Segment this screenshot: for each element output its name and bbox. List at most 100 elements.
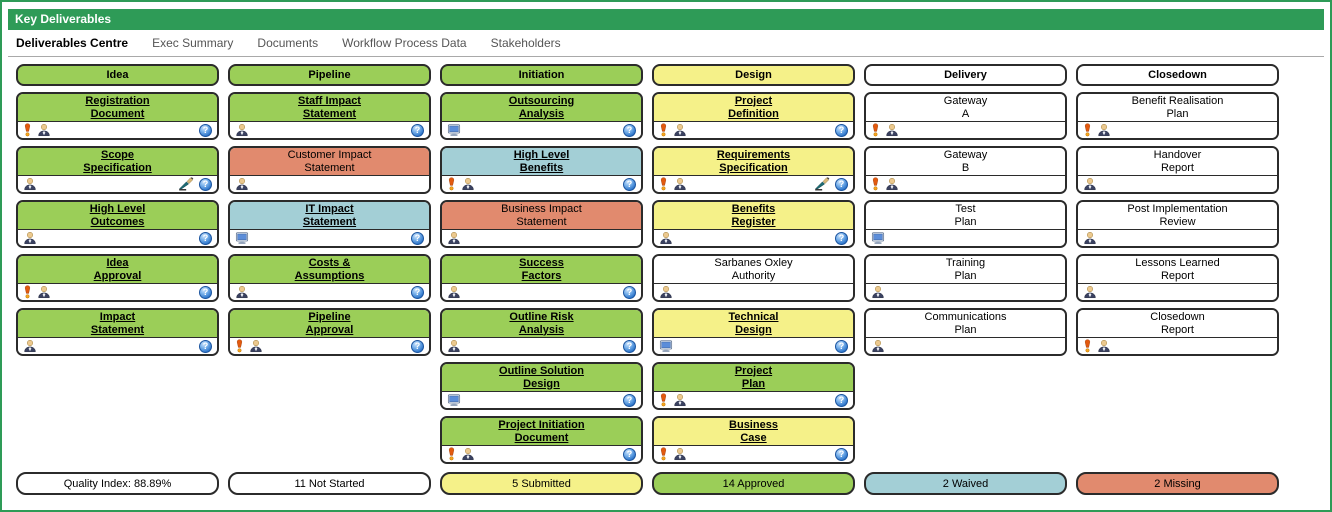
status-quality-index-88-89[interactable]: Quality Index: 88.89% [16, 472, 219, 495]
tab-deliverables-centre[interactable]: Deliverables Centre [16, 36, 129, 50]
status-14-approved[interactable]: 14 Approved [652, 472, 855, 495]
help-icon[interactable]: ? [835, 339, 848, 353]
tab-exec-summary[interactable]: Exec Summary [152, 36, 234, 50]
tab-stakeholders[interactable]: Stakeholders [490, 36, 561, 50]
card-title-line: Statement [304, 161, 355, 174]
card-title-line: Specification [83, 161, 152, 174]
help-icon[interactable]: ? [835, 231, 848, 245]
status-2-missing[interactable]: 2 Missing [1076, 472, 1279, 495]
help-icon[interactable]: ? [199, 177, 212, 191]
help-icon[interactable]: ? [199, 123, 212, 137]
person-icon [659, 231, 673, 245]
status-5-submitted[interactable]: 5 Submitted [440, 472, 643, 495]
card-title-line: Specification [719, 161, 788, 174]
help-icon[interactable]: ? [411, 339, 424, 353]
card-title-line: Approval [93, 269, 142, 282]
card-title-line: Analysis [518, 107, 565, 120]
card-title-line: Staff Impact [298, 94, 361, 107]
help-icon[interactable]: ? [623, 393, 636, 407]
help-icon[interactable]: ? [199, 285, 212, 299]
help-icon[interactable]: ? [623, 285, 636, 299]
card-title-line: B [961, 161, 970, 174]
help-icon[interactable]: ? [835, 123, 848, 137]
alert-icon [447, 447, 456, 461]
alert-icon [447, 177, 456, 191]
status-2-waived[interactable]: 2 Waived [864, 472, 1067, 495]
help-icon[interactable]: ? [199, 339, 212, 353]
tab-documents[interactable]: Documents [257, 36, 319, 50]
help-icon[interactable]: ? [411, 285, 424, 299]
card-title-line: Success [519, 256, 564, 269]
help-icon[interactable]: ? [835, 447, 848, 461]
card-title-line: Statement [516, 215, 567, 228]
help-icon[interactable]: ? [623, 339, 636, 353]
card-status-icons [866, 338, 1065, 354]
alert-icon [659, 123, 668, 137]
card-title-line: IT Impact [305, 202, 354, 215]
help-icon[interactable]: ? [623, 123, 636, 137]
card-title-line: Project [734, 94, 773, 107]
card-status-icons [866, 230, 1065, 246]
help-icon[interactable]: ? [623, 447, 636, 461]
help-icon[interactable]: ? [411, 231, 424, 245]
column-header-initiation: Initiation [440, 64, 643, 86]
help-icon[interactable]: ? [835, 177, 848, 191]
help-icon[interactable]: ? [199, 231, 212, 245]
card-title-line: High Level [513, 148, 570, 161]
status-11-not-started[interactable]: 11 Not Started [228, 472, 431, 495]
card-title-line: Handover [1153, 148, 1202, 161]
help-icon[interactable]: ? [411, 123, 424, 137]
card-link-costs-assumptions[interactable]: Costs &Assumptions [295, 257, 365, 283]
card-title-line: Business Impact [501, 202, 582, 215]
help-icon[interactable]: ? [623, 177, 636, 191]
tab-workflow-process-data[interactable]: Workflow Process Data [342, 36, 467, 50]
person-icon [1083, 285, 1097, 299]
signature-icon[interactable] [178, 177, 194, 191]
signature-icon[interactable] [814, 177, 830, 191]
help-icon[interactable]: ? [835, 393, 848, 407]
